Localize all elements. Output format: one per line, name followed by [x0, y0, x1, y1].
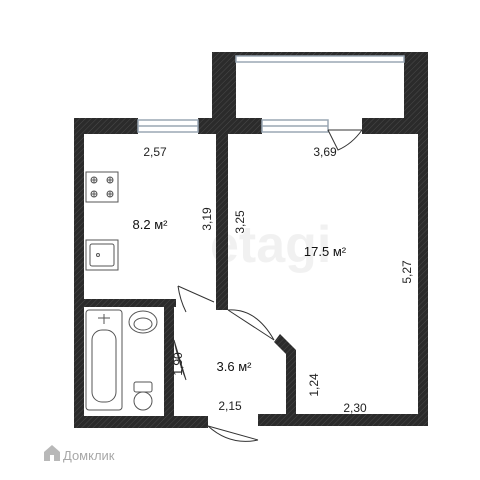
kitchen-sink-icon	[85, 239, 119, 271]
dimension-living-bottom: 2,30	[343, 401, 367, 415]
windows	[137, 55, 405, 133]
dimension-bath-depth: 1,90	[171, 352, 185, 376]
bathtub-icon	[85, 309, 123, 411]
bathroom-sink-icon	[128, 310, 158, 334]
area-kitchen: 8.2 м²	[133, 217, 169, 232]
toilet-icon	[133, 381, 153, 411]
dimension-kitchen-width: 2,57	[143, 145, 167, 159]
domclick-logo: Домклик	[44, 445, 115, 463]
dimension-living-step: 1,24	[307, 373, 321, 397]
dimension-living-top: 3,69	[313, 145, 337, 159]
logo-text: Домклик	[63, 448, 115, 463]
area-living: 17.5 м²	[304, 244, 347, 259]
dimension-living-right: 5,27	[400, 260, 414, 284]
area-hall: 3.6 м²	[217, 359, 253, 374]
watermark-etagi: etagi	[210, 216, 331, 274]
dimension-hall-width: 2,15	[218, 399, 242, 413]
stove-icon	[85, 171, 119, 203]
doors	[173, 129, 363, 442]
dimension-living-inner: 3,25	[233, 210, 247, 234]
house-icon	[44, 445, 60, 461]
dimension-kitchen-depth: 3,19	[200, 207, 214, 231]
